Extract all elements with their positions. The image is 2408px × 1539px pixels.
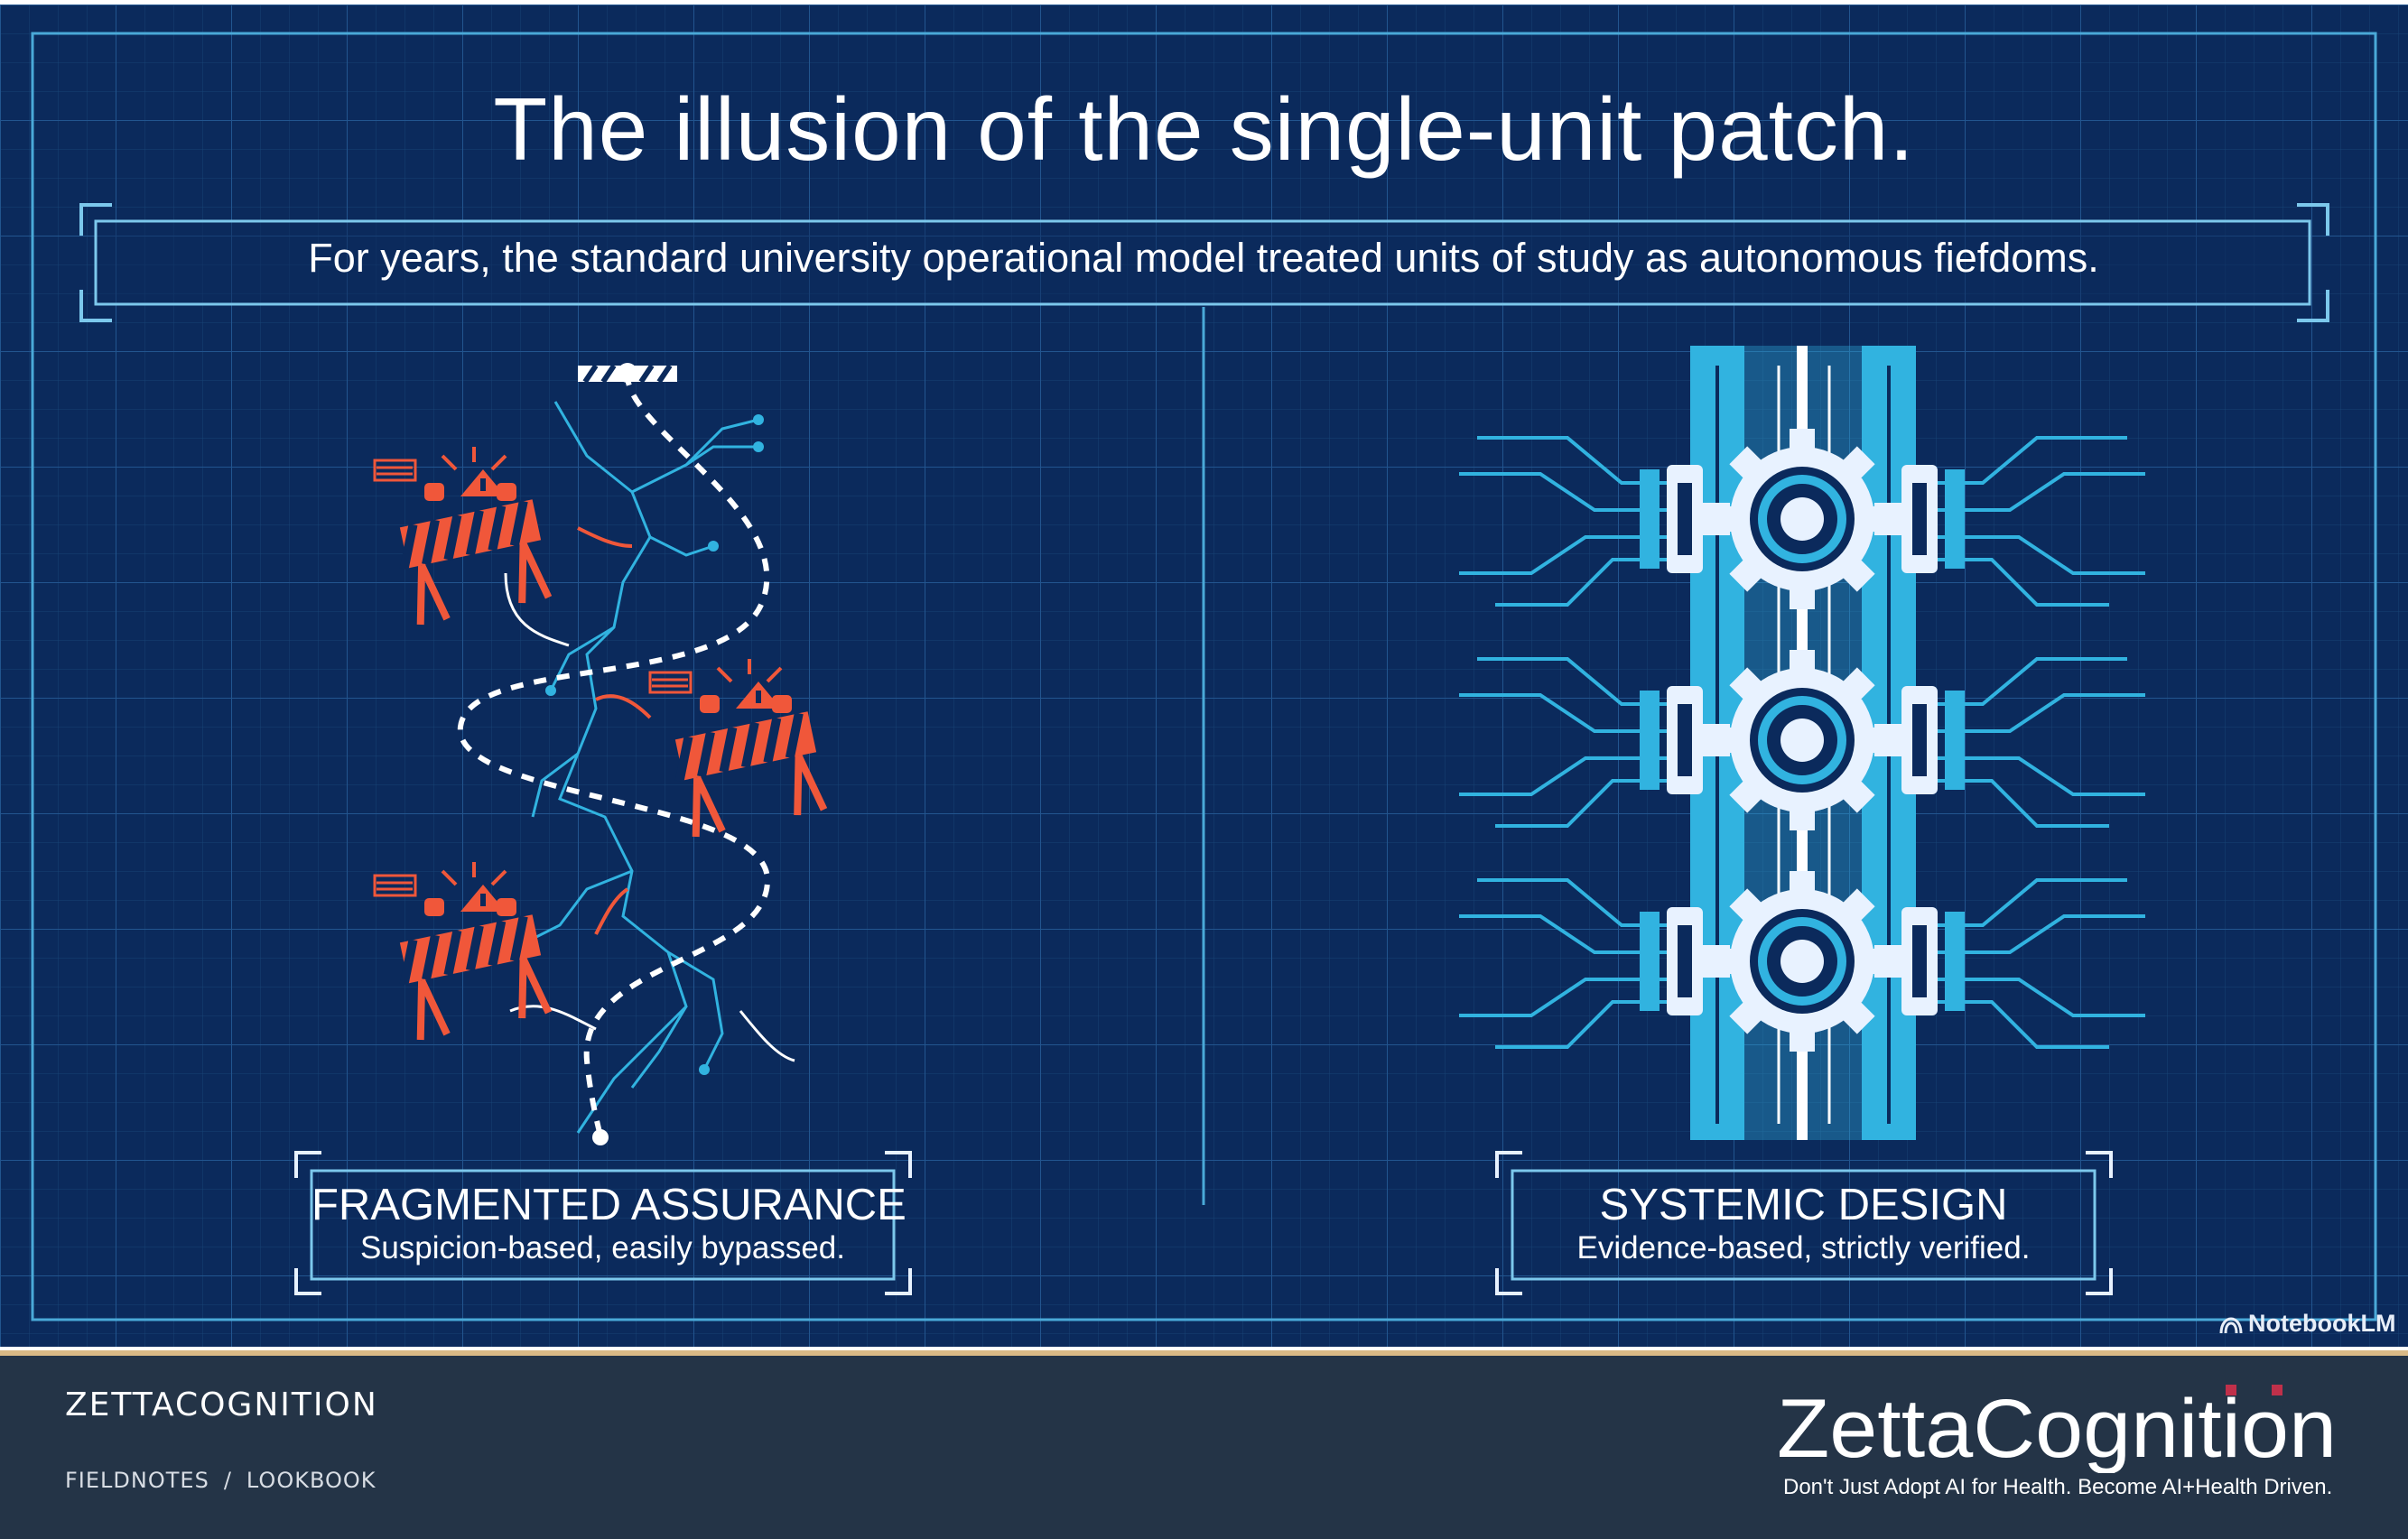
subtitle: For years, the standard university opera…: [308, 235, 2099, 281]
notebooklm-label: NotebookLM: [2248, 1310, 2396, 1337]
systemic-design-illustration: [1459, 346, 2145, 1140]
brand-name[interactable]: ZETTACOGNITION: [65, 1386, 378, 1423]
breadcrumb-fieldnotes[interactable]: FIELDNOTES: [65, 1468, 209, 1493]
systemic-design-title: SYSTEMIC DESIGN: [1599, 1181, 2008, 1229]
footer: ZETTACOGNITION FIELDNOTES / LOOKBOOK Zetta…: [0, 1356, 2408, 1539]
breadcrumb: FIELDNOTES / LOOKBOOK: [65, 1468, 377, 1493]
breadcrumb-separator: /: [223, 1468, 232, 1493]
footer-divider: [0, 1350, 2408, 1356]
fragmented-assurance-subtitle: Suspicion-based, easily bypassed.: [360, 1230, 845, 1266]
infographic-panel: The illusion of the single-unit patch. F…: [0, 5, 2408, 1347]
tagline: Don't Just Adopt AI for Health. Become A…: [1783, 1475, 2333, 1499]
infographic-artwork: [0, 5, 2408, 1347]
fragmented-assurance-title: FRAGMENTED ASSURANCE: [311, 1181, 906, 1229]
systemic-design-subtitle: Evidence-based, strictly verified.: [1576, 1230, 2031, 1266]
breadcrumb-lookbook[interactable]: LOOKBOOK: [246, 1468, 377, 1493]
logo-wordmark: ZettaCognition: [1777, 1383, 2337, 1473]
page-title: The illusion of the single-unit patch.: [493, 79, 1915, 179]
notebooklm-icon: [2219, 1316, 2243, 1334]
fragmented-path-illustration: [375, 363, 828, 1145]
zettacognition-logo: ZettaCognition: [1777, 1383, 2337, 1473]
notebooklm-watermark: NotebookLM: [2219, 1310, 2395, 1338]
